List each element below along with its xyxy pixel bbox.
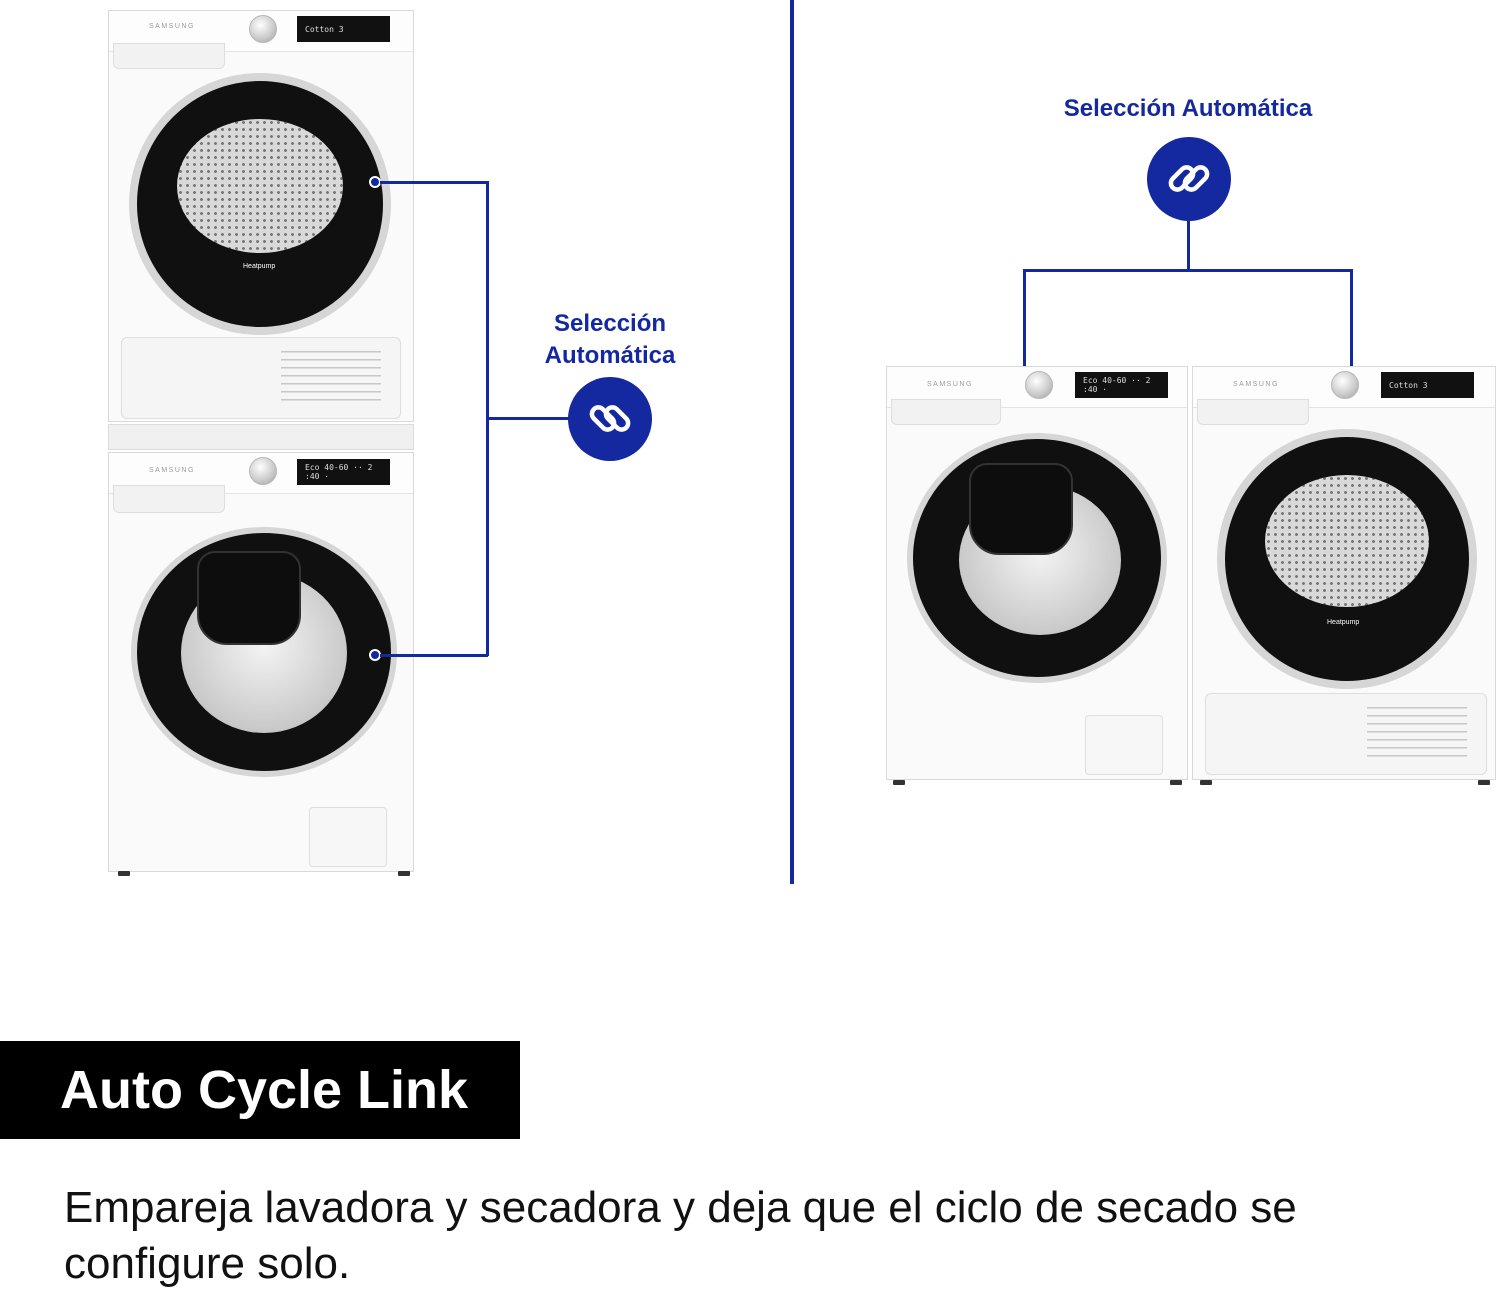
dryer-side: SAMSUNG Cotton 3 Heatpump (1192, 366, 1496, 780)
foot (1478, 780, 1490, 785)
link-icon (589, 405, 631, 432)
foot (118, 871, 130, 876)
lint-drawer (1197, 399, 1309, 425)
foot (1200, 780, 1212, 785)
dryer-stacked: SAMSUNG Cotton 3 Heatpump (108, 10, 414, 422)
detergent-drawer (113, 485, 225, 513)
vent-grille (281, 351, 381, 403)
filter-cover (1085, 715, 1163, 775)
washer-side: SAMSUNG Eco 40-60 ·· 2 :40 · (886, 366, 1188, 780)
stacking-kit (108, 424, 414, 450)
connector-line (1350, 269, 1353, 377)
washer-display: Eco 40-60 ·· 2 :40 · (297, 459, 390, 485)
connector-line (486, 181, 489, 656)
divider (790, 0, 794, 884)
dryer-drum (177, 119, 343, 253)
brand-logo: SAMSUNG (1233, 381, 1279, 388)
foot (893, 780, 905, 785)
filter-cover (309, 807, 387, 867)
description: Empareja lavadora y secadora y deja que … (64, 1183, 1297, 1288)
left-label-line-2: Automática (544, 342, 676, 369)
left-label: Selección Automática (510, 308, 710, 372)
connector-line (380, 654, 488, 657)
brand-logo: SAMSUNG (149, 467, 195, 474)
detergent-drawer (891, 399, 1001, 425)
dryer-drum (1265, 475, 1429, 607)
left-label-line-1: Selección (553, 310, 667, 337)
program-knob (1331, 371, 1359, 399)
right-link-badge (1147, 137, 1231, 221)
connector-line (380, 181, 488, 184)
brand-logo: SAMSUNG (149, 23, 195, 30)
connector-line (1187, 220, 1190, 272)
vent-grille (1367, 707, 1467, 759)
washer-stacked: SAMSUNG Eco 40-60 ·· 2 :40 · (108, 452, 414, 872)
washer-display: Eco 40-60 ·· 2 :40 · (1075, 372, 1168, 398)
dryer-display: Cotton 3 (1381, 372, 1474, 398)
program-knob (249, 457, 277, 485)
foot (1170, 780, 1182, 785)
dryer-badge: Heatpump (243, 263, 276, 270)
foot (398, 871, 410, 876)
program-knob (249, 15, 277, 43)
brand-logo: SAMSUNG (927, 381, 973, 388)
lint-drawer (113, 43, 225, 69)
program-knob (1025, 371, 1053, 399)
dryer-display: Cotton 3 (297, 16, 390, 42)
link-icon (1168, 165, 1210, 192)
right-label: Selección Automática (1063, 95, 1313, 122)
title: Auto Cycle Link (60, 1060, 469, 1120)
addwash-door (197, 551, 301, 645)
dryer-badge: Heatpump (1327, 619, 1360, 626)
title-banner: Auto Cycle Link (0, 1041, 520, 1139)
left-link-badge (568, 377, 652, 461)
connector-line (1023, 269, 1026, 377)
connector-line (1023, 269, 1353, 272)
addwash-door (969, 463, 1073, 555)
connector-line (488, 417, 572, 420)
